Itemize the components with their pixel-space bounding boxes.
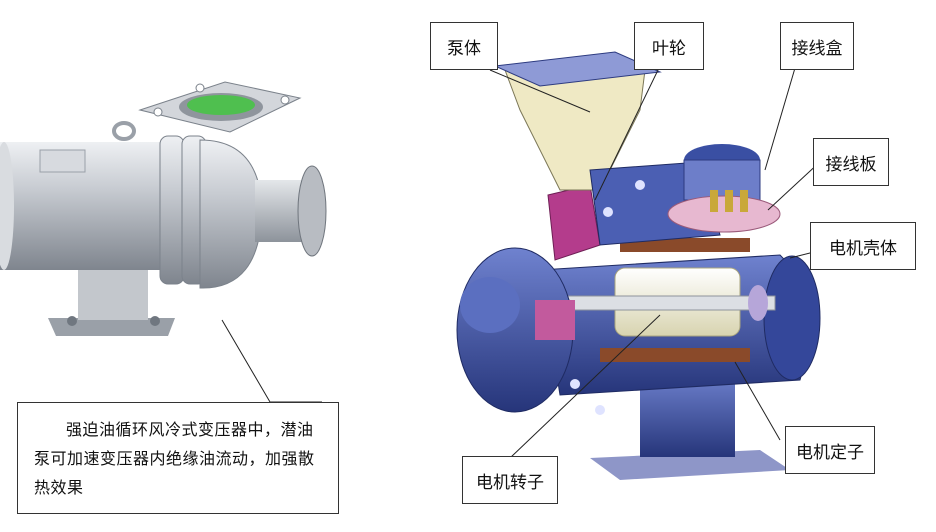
- label-motor-rotor: 电机转子: [462, 456, 558, 504]
- rotor-shaft: [559, 295, 776, 311]
- nameplate: [39, 149, 86, 173]
- leader-impeller: [594, 69, 659, 201]
- leader-junction-box: [764, 67, 796, 171]
- label-pump-body: 泵体: [430, 22, 498, 70]
- junction-box: [683, 159, 761, 201]
- bolt-icon: [150, 316, 160, 326]
- leader-lines: [489, 67, 839, 459]
- impeller-hub: [535, 300, 575, 340]
- label-junction-box: 接线盒: [780, 22, 854, 70]
- bolt-icon: [67, 316, 77, 326]
- pump-cutaway: [456, 51, 821, 480]
- outlet-flange: [297, 165, 327, 257]
- pump-base-plate: [48, 318, 175, 336]
- motor-body: [0, 142, 175, 270]
- bolt-icon: [280, 95, 290, 105]
- motor-housing-end: [763, 255, 821, 381]
- bolt-icon: [570, 379, 580, 389]
- pump-body-flange: [493, 51, 662, 87]
- terminal-pin: [710, 190, 718, 212]
- stator-bar-lower: [600, 348, 750, 362]
- bearing: [748, 285, 768, 321]
- cutaway-base-plate: [590, 450, 790, 480]
- pump-exterior: [0, 81, 327, 336]
- volute-inlet: [460, 277, 520, 333]
- pump-foot: [78, 262, 148, 320]
- terminal-board: [667, 195, 781, 233]
- caption-text: 强迫油循环风冷式变压器中，潜油泵可加速变压器内绝缘油流动，加强散热效果: [17, 402, 339, 514]
- label-motor-stator: 电机定子: [785, 426, 875, 474]
- bolt-icon: [603, 207, 613, 217]
- terminal-pin: [740, 190, 748, 212]
- inlet-green-bore: [187, 95, 255, 115]
- lifting-ring-icon: [112, 121, 136, 141]
- label-terminal-board: 接线板: [813, 138, 889, 186]
- flange-ring: [159, 135, 185, 285]
- bolt-icon: [595, 405, 605, 415]
- impeller: [547, 184, 601, 261]
- label-impeller: 叶轮: [634, 22, 704, 70]
- motor-end-cap: [0, 142, 14, 270]
- bolt-icon: [195, 83, 205, 93]
- leader-pump-body: [489, 69, 591, 113]
- bolt-icon: [635, 180, 645, 190]
- label-motor-housing: 电机壳体: [810, 222, 916, 270]
- stator-bar-upper: [620, 238, 750, 252]
- pump-casing: [199, 139, 263, 289]
- leader-motor-rotor: [509, 314, 661, 459]
- caption-leader-line: [221, 319, 322, 403]
- terminal-pin: [725, 190, 733, 212]
- leader-motor-stator: [734, 361, 781, 441]
- bolt-icon: [153, 107, 163, 117]
